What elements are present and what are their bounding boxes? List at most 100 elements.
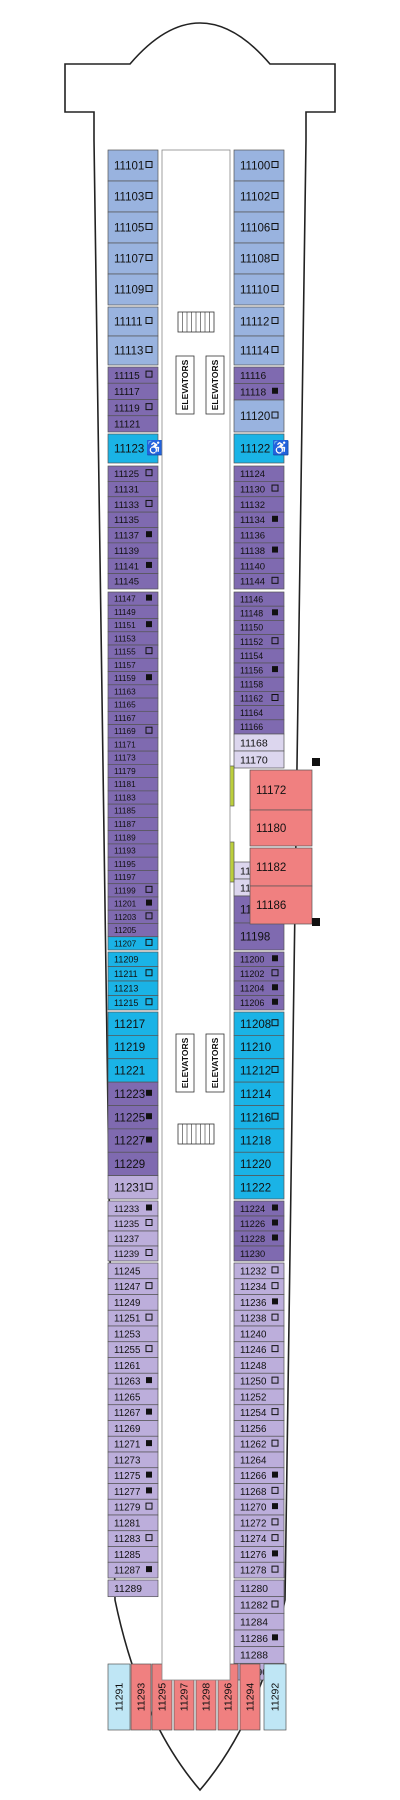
cabin-11111[interactable]: 11111 xyxy=(107,306,159,337)
cabin-11231[interactable]: 11231 xyxy=(107,1175,159,1200)
cabin-11262[interactable]: 11262 xyxy=(233,1435,285,1453)
cabin-11233[interactable]: 11233 xyxy=(107,1200,159,1217)
cabin-11151[interactable]: 11151 xyxy=(107,618,159,633)
cabin-11154[interactable]: 11154 xyxy=(233,648,285,664)
cabin-11197[interactable]: 11197 xyxy=(107,870,159,885)
cabin-11226[interactable]: 11226 xyxy=(233,1215,285,1232)
cabin-11269[interactable]: 11269 xyxy=(107,1420,159,1437)
cabin-11109[interactable]: 11109 xyxy=(107,273,159,306)
cabin-11119[interactable]: 11119 xyxy=(107,399,159,417)
cabin-11275[interactable]: 11275 xyxy=(107,1467,159,1484)
cabin-11272[interactable]: 11272 xyxy=(233,1514,285,1532)
cabin-11285[interactable]: 11285 xyxy=(107,1546,159,1563)
cabin-11256[interactable]: 11256 xyxy=(233,1420,285,1437)
cabin-11108[interactable]: 11108 xyxy=(233,242,285,275)
cabin-11144[interactable]: 11144 xyxy=(233,573,285,590)
cabin-11217[interactable]: 11217 xyxy=(107,1011,159,1036)
cabin-11238[interactable]: 11238 xyxy=(233,1309,285,1327)
cabin-11264[interactable]: 11264 xyxy=(233,1451,285,1469)
cabin-11172[interactable]: 11172 xyxy=(249,769,313,811)
cabin-11180[interactable]: 11180 xyxy=(249,809,313,847)
cabin-11182[interactable]: 11182 xyxy=(249,847,313,887)
cabin-11219[interactable]: 11219 xyxy=(107,1035,159,1060)
cabin-11136[interactable]: 11136 xyxy=(233,527,285,544)
cabin-11270[interactable]: 11270 xyxy=(233,1498,285,1516)
cabin-11202[interactable]: 11202 xyxy=(233,966,285,982)
cabin-11250[interactable]: 11250 xyxy=(233,1372,285,1390)
cabin-11201[interactable]: 11201 xyxy=(107,896,159,911)
cabin-11134[interactable]: 11134 xyxy=(233,511,285,528)
cabin-11216[interactable]: 11216 xyxy=(233,1105,285,1130)
cabin-11268[interactable]: 11268 xyxy=(233,1483,285,1500)
cabin-11167[interactable]: 11167 xyxy=(107,710,159,725)
cabin-11261[interactable]: 11261 xyxy=(107,1357,159,1374)
cabin-11173[interactable]: 11173 xyxy=(107,750,159,765)
cabin-11132[interactable]: 11132 xyxy=(233,496,285,513)
cabin-11198[interactable]: 11198 xyxy=(233,922,285,951)
cabin-11105[interactable]: 11105 xyxy=(107,211,159,244)
cabin-11211[interactable]: 11211 xyxy=(107,966,159,982)
cabin-11163[interactable]: 11163 xyxy=(107,684,159,699)
cabin-11155[interactable]: 11155 xyxy=(107,644,159,659)
cabin-11207[interactable]: 11207 xyxy=(107,936,159,951)
cabin-11116[interactable]: 11116 xyxy=(233,366,285,384)
cabin-11185[interactable]: 11185 xyxy=(107,803,159,818)
cabin-11289[interactable]: 11289 xyxy=(107,1579,159,1598)
cabin-11204[interactable]: 11204 xyxy=(233,980,285,996)
cabin-11263[interactable]: 11263 xyxy=(107,1372,159,1390)
cabin-11214[interactable]: 11214 xyxy=(233,1081,285,1106)
cabin-11139[interactable]: 11139 xyxy=(107,542,159,559)
cabin-11213[interactable]: 11213 xyxy=(107,980,159,996)
cabin-11245[interactable]: 11245 xyxy=(107,1262,159,1280)
cabin-11295[interactable]: 11295 xyxy=(151,1663,173,1731)
cabin-11287[interactable]: 11287 xyxy=(107,1561,159,1579)
cabin-11232[interactable]: 11232 xyxy=(233,1262,285,1280)
cabin-11273[interactable]: 11273 xyxy=(107,1451,159,1469)
cabin-11122[interactable]: 11122♿ xyxy=(233,433,289,464)
cabin-11113[interactable]: 11113 xyxy=(107,335,159,366)
cabin-11162[interactable]: 11162 xyxy=(233,691,285,706)
cabin-11222[interactable]: 11222 xyxy=(233,1175,285,1200)
cabin-11297[interactable]: 11297 xyxy=(173,1663,195,1731)
cabin-11115[interactable]: 11115 xyxy=(107,366,159,384)
cabin-11254[interactable]: 11254 xyxy=(233,1404,285,1421)
cabin-11265[interactable]: 11265 xyxy=(107,1388,159,1406)
cabin-11171[interactable]: 11171 xyxy=(107,737,159,752)
cabin-11152[interactable]: 11152 xyxy=(233,634,285,650)
cabin-11236[interactable]: 11236 xyxy=(233,1294,285,1311)
cabin-11118[interactable]: 11118 xyxy=(233,383,285,401)
cabin-11153[interactable]: 11153 xyxy=(107,631,159,646)
cabin-11271[interactable]: 11271 xyxy=(107,1435,159,1453)
cabin-11277[interactable]: 11277 xyxy=(107,1483,159,1500)
cabin-11266[interactable]: 11266 xyxy=(233,1467,285,1484)
cabin-11239[interactable]: 11239 xyxy=(107,1245,159,1262)
cabin-11186[interactable]: 11186 xyxy=(249,885,313,925)
cabin-11206[interactable]: 11206 xyxy=(233,995,285,1011)
cabin-11140[interactable]: 11140 xyxy=(233,557,285,574)
cabin-11267[interactable]: 11267 xyxy=(107,1404,159,1421)
cabin-11249[interactable]: 11249 xyxy=(107,1294,159,1311)
cabin-11107[interactable]: 11107 xyxy=(107,242,159,275)
cabin-11147[interactable]: 11147 xyxy=(107,591,159,606)
cabin-11146[interactable]: 11146 xyxy=(233,591,285,607)
cabin-11291[interactable]: 11291 xyxy=(107,1663,131,1731)
cabin-11157[interactable]: 11157 xyxy=(107,657,159,672)
cabin-11220[interactable]: 11220 xyxy=(233,1151,285,1176)
cabin-11120[interactable]: 11120 xyxy=(233,399,285,433)
cabin-11229[interactable]: 11229 xyxy=(107,1151,159,1176)
cabin-11230[interactable]: 11230 xyxy=(233,1245,285,1262)
cabin-11121[interactable]: 11121 xyxy=(107,415,159,433)
cabin-11158[interactable]: 11158 xyxy=(233,676,285,692)
cabin-11246[interactable]: 11246 xyxy=(233,1341,285,1358)
cabin-11181[interactable]: 11181 xyxy=(107,777,159,792)
cabin-11170[interactable]: 11170 xyxy=(233,750,285,769)
cabin-11247[interactable]: 11247 xyxy=(107,1278,159,1295)
cabin-11294[interactable]: 11294 xyxy=(239,1663,261,1731)
cabin-11209[interactable]: 11209 xyxy=(107,951,159,967)
cabin-11187[interactable]: 11187 xyxy=(107,817,159,832)
cabin-11117[interactable]: 11117 xyxy=(107,382,159,400)
cabin-11114[interactable]: 11114 xyxy=(233,335,285,366)
cabin-11123[interactable]: 11123♿ xyxy=(107,433,163,464)
cabin-11169[interactable]: 11169 xyxy=(107,724,159,739)
cabin-11215[interactable]: 11215 xyxy=(107,995,159,1011)
